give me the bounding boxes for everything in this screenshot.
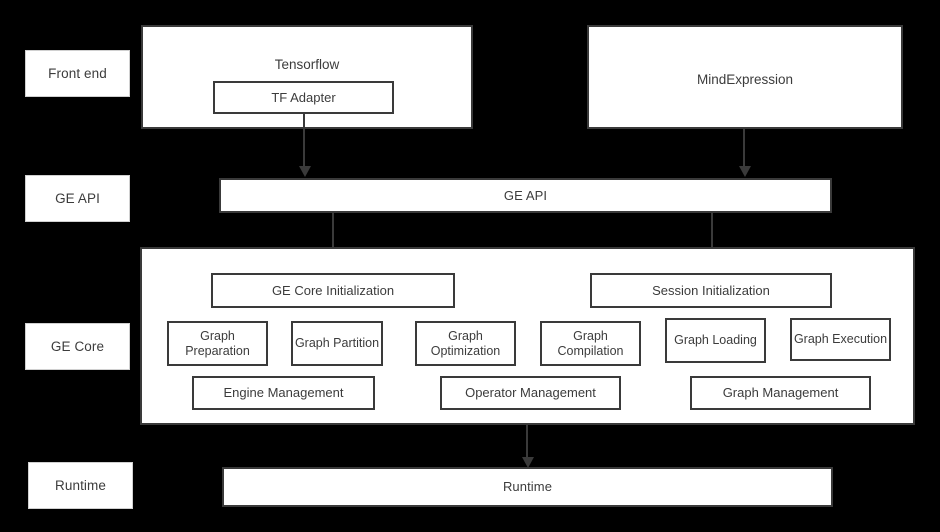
layer-label-runtime-text: Runtime (55, 477, 106, 493)
layer-label-runtime: Runtime (28, 462, 133, 509)
graph-loading-box[interactable]: Graph Loading (665, 318, 766, 363)
ge-core-initialization-box[interactable]: GE Core Initialization (211, 273, 455, 308)
graph-compilation-label: Graph Compilation (557, 328, 624, 358)
graph-optimization-box[interactable]: Graph Optimization (415, 321, 516, 366)
graph-management-label: Graph Management (722, 385, 839, 401)
graph-execution-box[interactable]: Graph Execution (790, 318, 891, 361)
layer-label-front-end: Front end (25, 50, 130, 97)
tf-adapter-box[interactable]: TF Adapter (213, 81, 394, 114)
layer-label-ge-api-text: GE API (55, 190, 100, 206)
ge-core-initialization-label: GE Core Initialization (271, 282, 395, 298)
graph-partition-box[interactable]: Graph Partition (291, 321, 383, 366)
session-initialization-label: Session Initialization (652, 282, 770, 298)
mindexpression-title: MindExpression (696, 72, 794, 87)
tf-adapter-label: TF Adapter (271, 89, 336, 105)
operator-management-box[interactable]: Operator Management (440, 376, 621, 410)
operator-management-label: Operator Management (465, 385, 596, 401)
graph-preparation-box[interactable]: Graph Preparation (167, 321, 268, 366)
ge-api-bar[interactable]: GE API (219, 178, 832, 213)
runtime-bar-label: Runtime (502, 479, 553, 495)
session-initialization-box[interactable]: Session Initialization (590, 273, 832, 308)
ge-api-bar-label: GE API (503, 187, 548, 203)
graph-compilation-box[interactable]: Graph Compilation (540, 321, 641, 366)
tensorflow-title: Tensorflow (274, 57, 340, 72)
engine-management-box[interactable]: Engine Management (192, 376, 375, 410)
mindexpression-group: MindExpression (587, 25, 903, 129)
graph-loading-label: Graph Loading (674, 333, 757, 347)
graph-management-box[interactable]: Graph Management (690, 376, 871, 410)
graph-execution-label: Graph Execution (793, 332, 888, 346)
engine-management-label: Engine Management (223, 385, 344, 401)
layer-label-front-end-text: Front end (48, 65, 107, 81)
runtime-bar[interactable]: Runtime (222, 467, 833, 507)
layer-label-ge-api: GE API (25, 175, 130, 222)
graph-optimization-label: Graph Optimization (430, 328, 501, 358)
layer-label-ge-core-text: GE Core (50, 338, 105, 354)
layer-label-ge-core: GE Core (25, 323, 130, 370)
graph-partition-label: Graph Partition (294, 336, 380, 350)
graph-preparation-label: Graph Preparation (185, 328, 250, 358)
